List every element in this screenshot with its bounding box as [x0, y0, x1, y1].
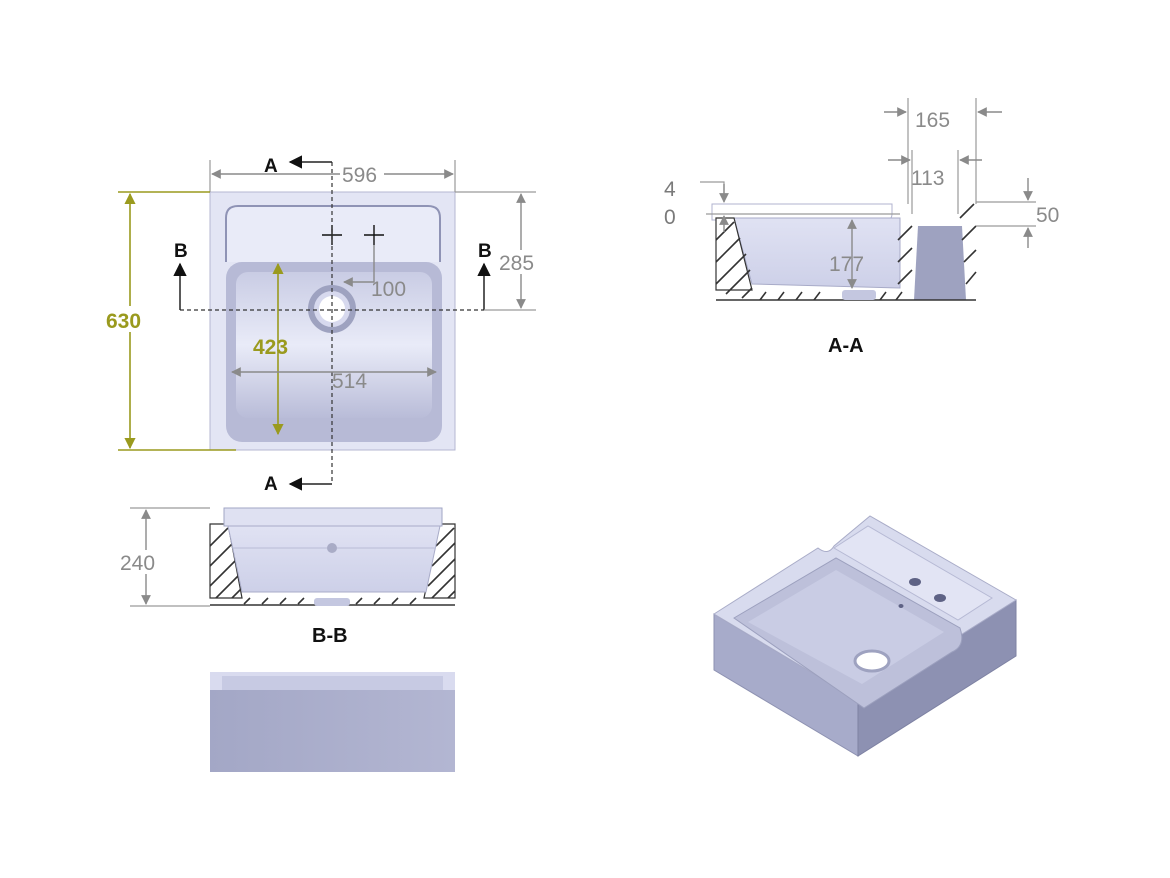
iso-tap-hole-1 — [909, 578, 921, 586]
isometric-view — [713, 515, 1017, 757]
dim-4: 4 — [664, 178, 676, 201]
iso-shelf — [833, 525, 993, 621]
dim-630: 630 — [106, 310, 141, 333]
rear-shelf — [225, 205, 441, 262]
dim-177: 177 — [829, 253, 864, 276]
bb-bowl — [227, 525, 441, 593]
dim-100: 100 — [371, 278, 406, 301]
dim-0: 0 — [664, 206, 676, 229]
bb-drain — [327, 543, 337, 553]
section-aa-caption: A-A — [828, 335, 864, 357]
front-face — [210, 690, 455, 772]
bb-hatching — [209, 527, 456, 605]
dim-596: 596 — [342, 164, 377, 187]
dim-285: 285 — [499, 252, 534, 275]
dim-113: 113 — [911, 167, 944, 190]
bb-drain-outlet — [314, 598, 350, 606]
section-b-right-label: B — [478, 241, 492, 262]
bowl — [236, 272, 432, 418]
section-b-left-label: B — [174, 241, 188, 262]
dim-165: 165 — [915, 109, 950, 132]
section-bb: 240 B-B — [118, 507, 456, 647]
dim-514: 514 — [332, 370, 367, 393]
aa-drain-outlet — [842, 290, 876, 300]
section-a-bottom-label: A — [264, 474, 278, 495]
dim-50: 50 — [1036, 204, 1059, 227]
aa-hatching — [715, 203, 977, 301]
plan-view: A A B B 596 630 285 100 423 514 — [104, 155, 542, 495]
section-bb-caption: B-B — [312, 625, 348, 647]
iso-tap-hole-2 — [934, 594, 946, 602]
section-aa: 165 113 4 0 177 50 A-A — [664, 98, 1059, 357]
dim-423: 423 — [253, 336, 288, 359]
aa-right-wall — [914, 226, 966, 300]
aa-bowl — [733, 217, 901, 289]
bb-wall-right — [423, 523, 456, 599]
tap-hole-right — [364, 225, 384, 245]
dim-240: 240 — [120, 552, 155, 575]
bb-back-wall — [223, 507, 443, 527]
iso-drain — [853, 649, 891, 673]
iso-overflow — [898, 604, 904, 608]
front-elevation — [210, 672, 455, 772]
